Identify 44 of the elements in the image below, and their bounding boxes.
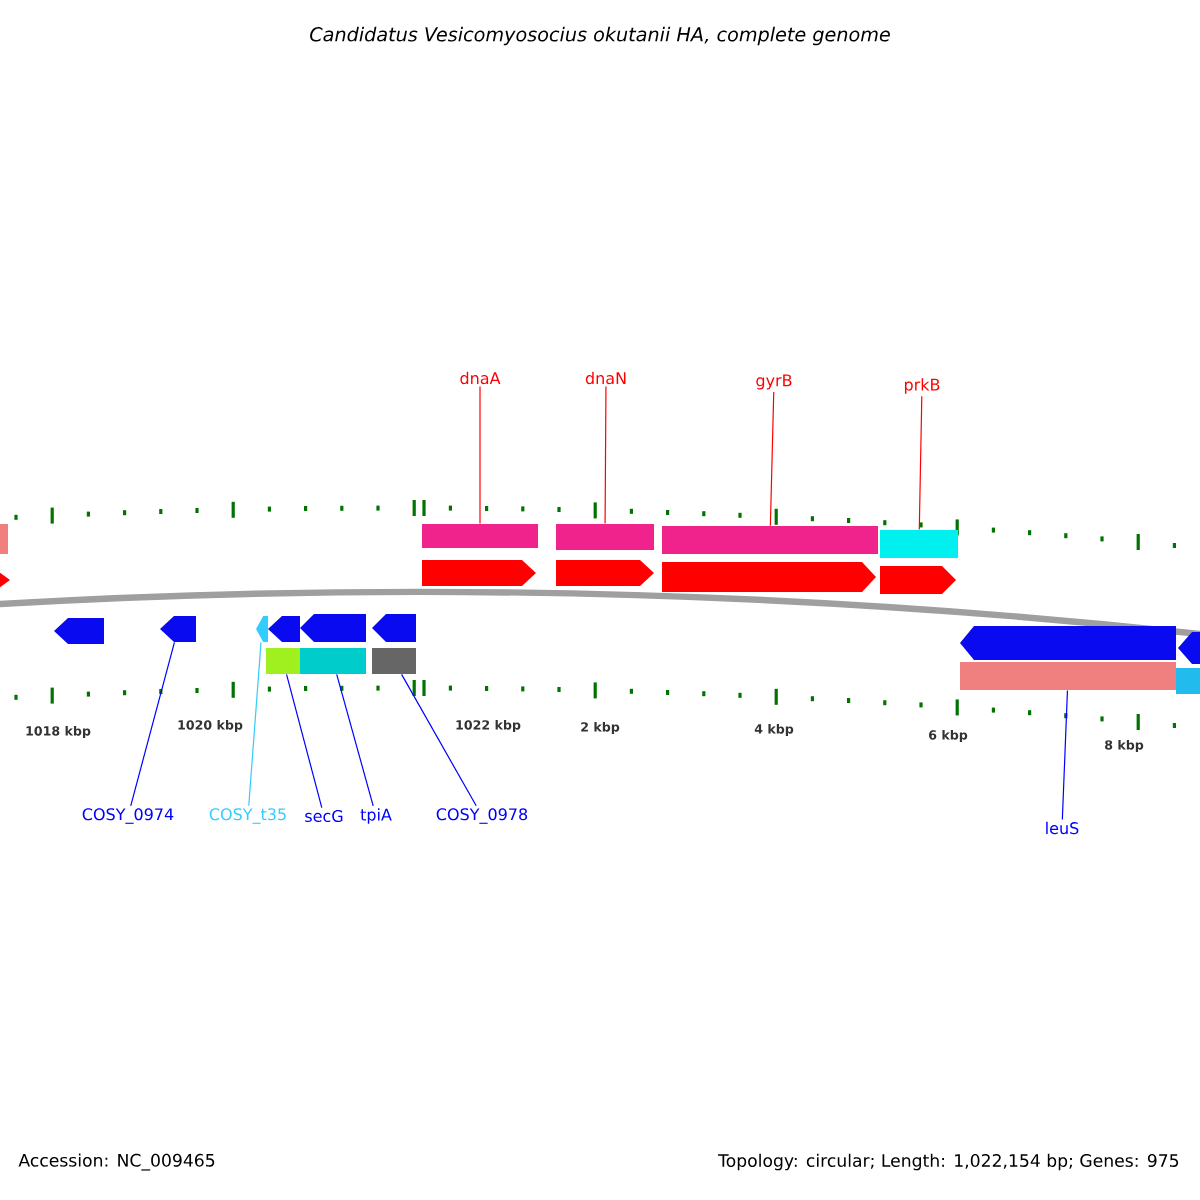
leader-line	[604, 386, 607, 525]
gene-feature	[422, 524, 538, 548]
gene-feature	[1176, 668, 1200, 694]
gene-label: dnaA	[460, 371, 501, 385]
gene-feature	[960, 662, 1176, 690]
gene-label: prkB	[904, 378, 940, 394]
gene-feature	[160, 616, 196, 642]
gene-label: dnaN	[585, 371, 626, 385]
gene-feature	[372, 648, 416, 674]
gene-feature	[1178, 632, 1200, 664]
gene-feature	[880, 566, 956, 594]
gene-label: COSY_0978	[436, 808, 528, 824]
gene-feature	[880, 530, 958, 558]
footer-text: Topology: circular; Length: 1,022,154 bp; Genes: 975	[718, 1153, 1179, 1171]
gene-feature	[556, 560, 654, 586]
leader-line	[130, 641, 175, 807]
gene-feature	[300, 648, 366, 674]
gene-label: COSY_t35	[209, 808, 286, 824]
gene-feature	[266, 648, 300, 674]
gene-feature	[256, 616, 268, 642]
leader-line	[479, 386, 481, 525]
leader-line	[918, 395, 923, 531]
leader-line	[336, 673, 374, 807]
leader-line	[285, 673, 323, 809]
gene-label: leuS	[1046, 821, 1079, 835]
gene-label: tpiA	[360, 808, 392, 824]
gene-feature	[54, 618, 104, 644]
gene-feature	[0, 570, 10, 590]
title: Candidatus Vesicomyosocius okutanii HA, complete genome	[310, 26, 890, 46]
leader-line	[1061, 689, 1069, 820]
gene-feature	[268, 616, 300, 642]
gene-label: secG	[305, 809, 343, 823]
gene-feature	[556, 524, 654, 550]
gene-label: COSY_0974	[82, 808, 174, 824]
gene-feature	[662, 562, 876, 592]
footer-text: Accession: NC_009465	[18, 1153, 215, 1171]
gene-feature	[372, 614, 416, 642]
leader-line	[401, 673, 477, 807]
leader-line	[248, 641, 262, 807]
leader-line	[769, 391, 775, 527]
gene-feature	[662, 526, 878, 554]
gene-label: gyrB	[756, 374, 792, 390]
gene-feature	[422, 560, 536, 586]
gene-feature	[0, 524, 8, 554]
